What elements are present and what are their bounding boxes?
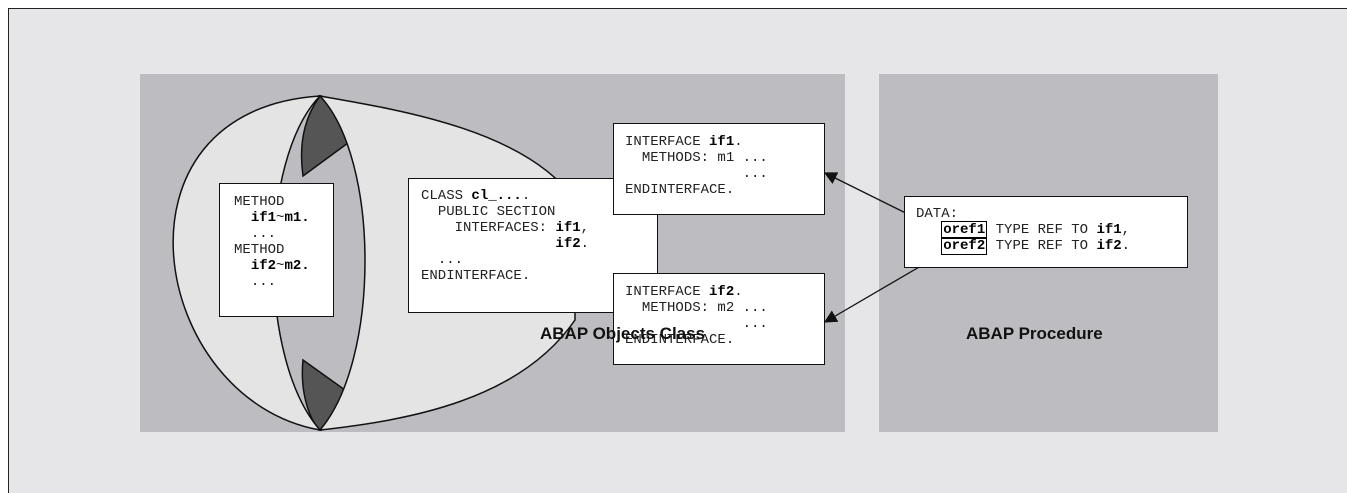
interface-if1-box: INTERFACE if1. METHODS: m1 ... ... ENDIN… <box>613 123 825 215</box>
if2-header: INTERFACE if2. <box>625 284 743 300</box>
method2-ellipsis: ... <box>250 274 277 290</box>
method1-name-line: if1~m1. <box>250 210 310 226</box>
if2-end: ENDINTERFACE. <box>625 332 735 348</box>
oref1-line: oref1 TYPE REF TO if1, <box>941 221 1131 239</box>
procedure-panel-title: ABAP Procedure <box>966 324 1103 343</box>
public-section-line: PUBLIC SECTION <box>437 204 556 220</box>
if1-methods: METHODS: m1 ... <box>641 150 768 166</box>
class-line: CLASS cl_.... <box>421 188 531 204</box>
oref2-line: oref2 TYPE REF TO if2. <box>941 237 1131 255</box>
if2-ellipsis: ... <box>742 316 768 332</box>
oref2-variable: oref2 <box>941 237 988 255</box>
data-header: DATA: <box>916 206 959 222</box>
interface-if2-box: INTERFACE if2. METHODS: m2 ... ... ENDIN… <box>613 273 825 365</box>
oref1-variable: oref1 <box>941 221 988 239</box>
class-end-line: ENDINTERFACE. <box>421 268 531 284</box>
data-declaration-box: DATA: oref1 TYPE REF TO if1, oref2 TYPE … <box>904 196 1188 268</box>
interfaces-line: INTERFACES: if1, <box>454 220 590 236</box>
method2-line: METHOD <box>234 242 285 258</box>
method1-line: METHOD <box>234 194 285 210</box>
interfaces-line-2: if2. <box>555 236 590 252</box>
if1-ellipsis: ... <box>742 166 768 182</box>
method-implementation-box: METHOD if1~m1. ... METHOD if2~m2. ... <box>219 183 334 317</box>
if1-end: ENDINTERFACE. <box>625 182 735 198</box>
class-panel-title: ABAP Objects Class <box>540 324 706 343</box>
if2-methods: METHODS: m2 ... <box>641 300 768 316</box>
class-ellipsis: ... <box>437 252 464 268</box>
method2-name-line: if2~m2. <box>250 258 310 274</box>
if1-header: INTERFACE if1. <box>625 134 743 150</box>
method1-ellipsis: ... <box>250 226 277 242</box>
